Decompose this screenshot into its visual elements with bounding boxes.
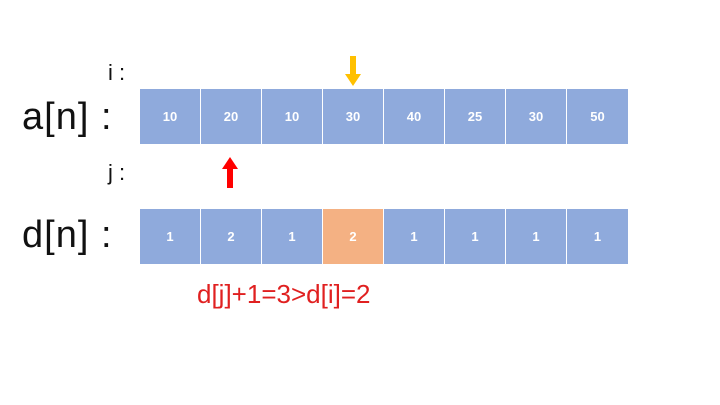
a-cell-3: 30 [323,89,384,144]
d-array-label: d[n] : [22,214,113,256]
d-cell-4: 1 [384,209,445,264]
d-cell-1: 2 [201,209,262,264]
i-pointer-arrow-icon [345,56,361,86]
i-label: i : [108,60,126,85]
d-cell-0: 1 [140,209,201,264]
comparison-caption: d[j]+1=3>d[i]=2 [197,279,371,309]
d-cell-5: 1 [445,209,506,264]
a-array-label: a[n] : [22,96,113,138]
d-cell-2: 1 [262,209,323,264]
a-cell-0: 10 [140,89,201,144]
d-cell-6: 1 [506,209,567,264]
d-cell-3: 2 [323,209,384,264]
j-pointer-arrow-icon [222,157,238,188]
a-cell-4: 40 [384,89,445,144]
a-cell-7: 50 [567,89,628,144]
a-cell-6: 30 [506,89,567,144]
a-cell-2: 10 [262,89,323,144]
a-cell-1: 20 [201,89,262,144]
d-cell-7: 1 [567,209,628,264]
a-cell-5: 25 [445,89,506,144]
j-label: j : [108,160,126,185]
j-pointer-arrow-shape [222,157,238,188]
i-pointer-arrow-shape [345,56,361,86]
